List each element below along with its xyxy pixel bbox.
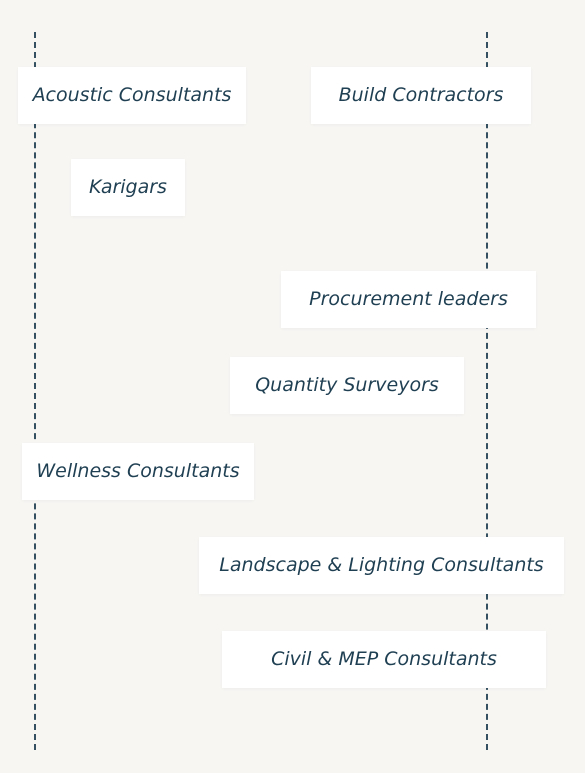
- tag-wellness-consultants: Wellness Consultants: [22, 443, 254, 500]
- tag-landscape-lighting-consultants: Landscape & Lighting Consultants: [199, 537, 564, 594]
- right-dashed-guide-line: [486, 32, 488, 750]
- tag-label: Landscape & Lighting Consultants: [219, 554, 544, 576]
- tag-label: Acoustic Consultants: [32, 84, 232, 106]
- tag-build-contractors: Build Contractors: [311, 67, 531, 124]
- tag-label: Karigars: [89, 176, 167, 198]
- tag-quantity-surveyors: Quantity Surveyors: [230, 357, 464, 414]
- tag-label: Quantity Surveyors: [255, 374, 439, 396]
- tag-procurement-leaders: Procurement leaders: [281, 271, 536, 328]
- tag-label: Wellness Consultants: [36, 460, 240, 482]
- tag-label: Procurement leaders: [309, 288, 508, 310]
- left-dashed-guide-line: [34, 32, 36, 750]
- tag-civil-mep-consultants: Civil & MEP Consultants: [222, 631, 546, 688]
- tag-label: Build Contractors: [338, 84, 504, 106]
- tag-karigars: Karigars: [71, 159, 185, 216]
- tag-label: Civil & MEP Consultants: [271, 648, 497, 670]
- tag-acoustic-consultants: Acoustic Consultants: [18, 67, 246, 124]
